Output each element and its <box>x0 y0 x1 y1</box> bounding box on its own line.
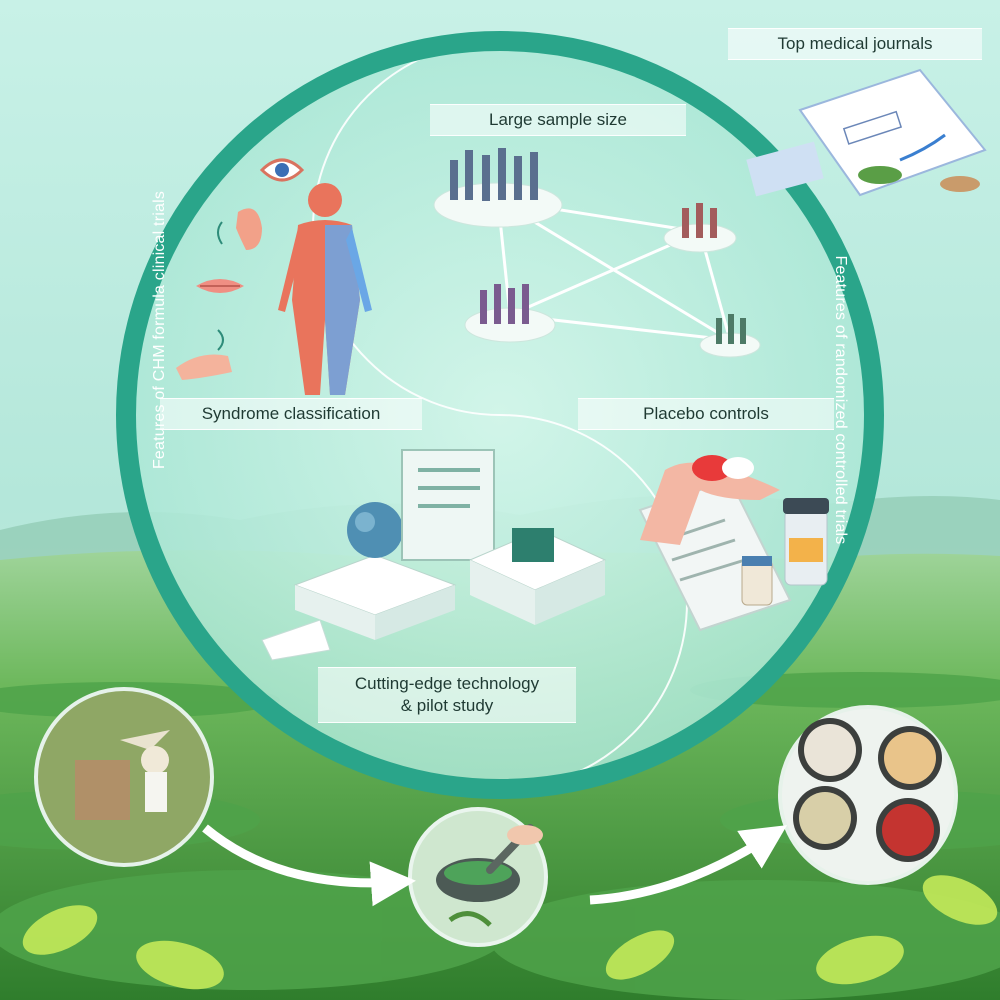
pill-bottle-icon <box>741 498 829 606</box>
label-syndrome-classification: Syndrome classification <box>160 398 422 430</box>
hand-pill-icon <box>640 455 780 545</box>
label-cutting-edge-technology: Cutting-edge technology & pilot study <box>318 667 576 723</box>
label-tech-line2: & pilot study <box>400 696 494 715</box>
mouth-icon <box>196 279 244 293</box>
ring-label-rct-features: Features of randomized controlled trials <box>832 255 849 545</box>
yin-yang-divider <box>312 40 688 790</box>
ear-icon <box>217 208 262 250</box>
herb-bowls-icon <box>778 705 958 885</box>
outer-ring <box>116 31 884 799</box>
document-admitted-icon <box>746 68 987 197</box>
brain-computer-icon <box>293 502 457 640</box>
mortar-pestle-icon <box>408 807 548 947</box>
arrow-icon <box>202 824 788 907</box>
printout <box>261 619 331 661</box>
ring-label-chm-trials: Features of CHM formula clinical trials <box>151 190 168 470</box>
label-top-medical-journals: Top medical journals <box>728 28 982 60</box>
eye-icon <box>259 158 305 182</box>
label-tech-line1: Cutting-edge technology <box>354 674 540 693</box>
label-placebo-controls: Placebo controls <box>578 398 834 430</box>
crowd-icon <box>433 148 761 358</box>
label-large-sample-size: Large sample size <box>430 104 686 136</box>
farmer-harvest-icon <box>34 687 214 867</box>
wrist-pulse-icon <box>176 329 232 380</box>
human-anatomy-icon <box>278 183 372 395</box>
foreground-leaves <box>22 875 998 990</box>
monitor-icon <box>401 449 607 625</box>
